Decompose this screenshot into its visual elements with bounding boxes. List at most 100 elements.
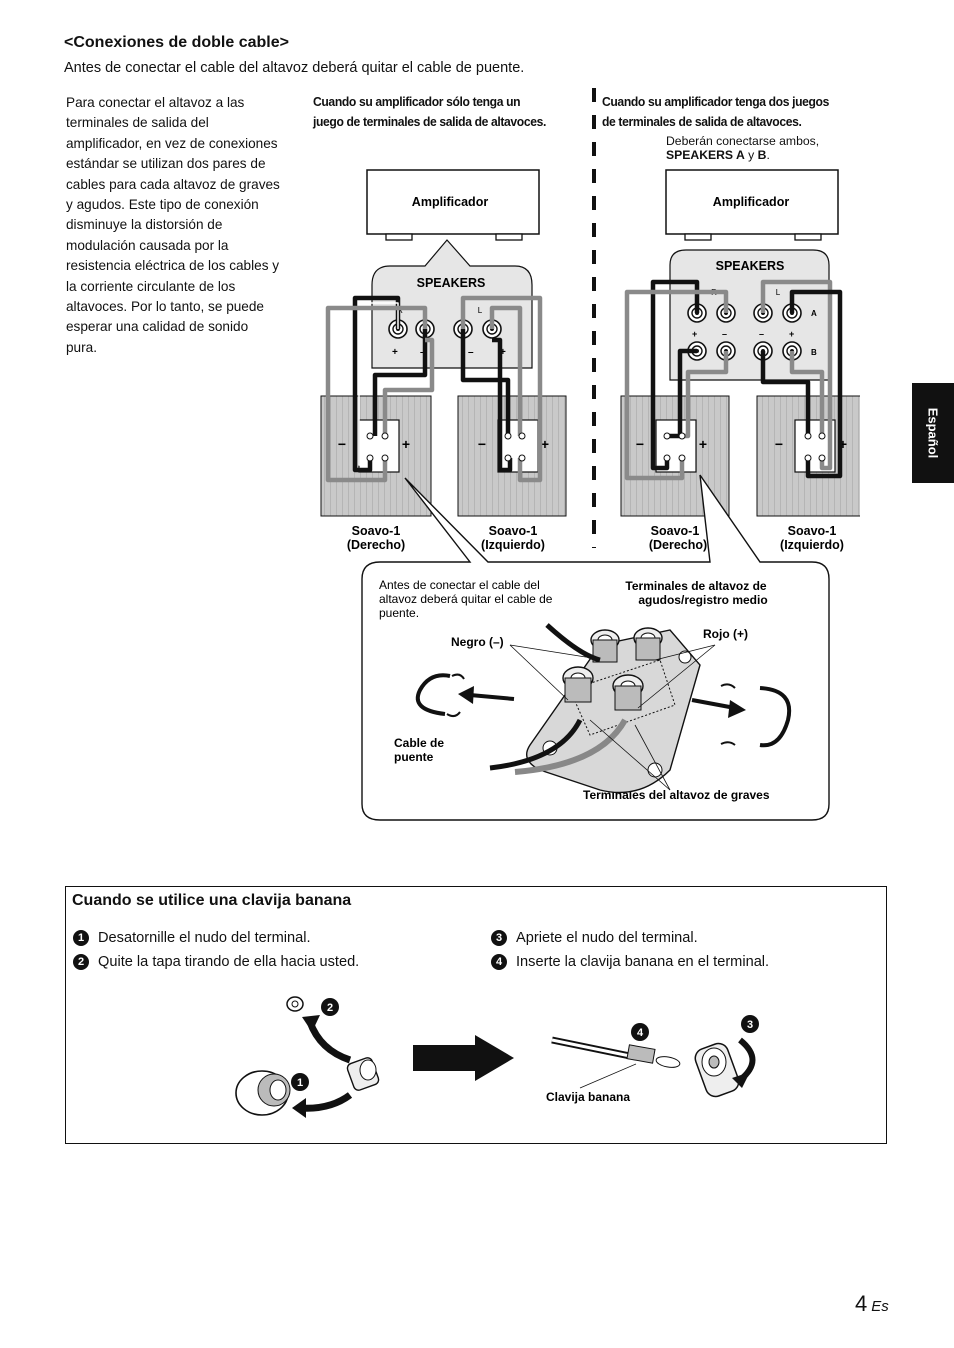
minus-label: –	[759, 329, 764, 339]
big-arrow-right	[413, 1035, 514, 1081]
note-line: SPEAKERS A y B.	[666, 148, 819, 162]
heading-line: Cuando su amplificador sólo tenga un	[313, 94, 521, 109]
terminal-knob-icon	[346, 1057, 380, 1091]
minus-symbol: −	[775, 436, 783, 452]
body-paragraph: Para conectar el altavoz a las terminale…	[66, 93, 302, 358]
heading-line: de terminales de salida de altavoces.	[602, 114, 802, 129]
step-text: Quite la tapa tirando de ella hacia uste…	[98, 954, 360, 970]
speaker-left-left-group: − +	[457, 395, 567, 517]
terminal-detail-callout: Antes de conectar el cable del altavoz d…	[361, 474, 830, 821]
dual-terminal-heading: Cuando su amplificador tenga dos juegos …	[602, 92, 878, 132]
speaker-name: Soavo-1	[352, 524, 401, 538]
note-line: Deberán conectarse ambos,	[666, 134, 820, 148]
page-lang: Es	[871, 1298, 889, 1315]
callout-note-line: altavoz deberá quitar el cable de	[379, 592, 553, 606]
paragraph-line: disminuye la distorsión de	[66, 217, 223, 233]
plus-symbol: +	[839, 436, 847, 452]
banana-plug-icon	[551, 1036, 681, 1068]
step-badge-1: 1	[291, 1073, 309, 1091]
paragraph-line: la corriente circulante de los	[66, 278, 236, 294]
step-text: Inserte la clavija banana en el terminal…	[516, 954, 770, 970]
arrow-left	[469, 693, 515, 701]
step-4: 4 Inserte la clavija banana en el termina…	[491, 954, 769, 970]
minus-label: –	[468, 347, 474, 358]
speaker-sub: (Derecho)	[347, 538, 405, 552]
step-2: 2 Quite la tapa tirando de ella hacia ust…	[73, 954, 359, 970]
section-title: <Conexiones de doble cable>	[64, 34, 289, 51]
step-text: Apriete el nudo del terminal.	[516, 930, 698, 946]
binding-posts	[562, 627, 663, 711]
callout-cables	[489, 623, 628, 775]
speakers-label: SPEAKERS	[716, 259, 785, 273]
tweeter-label: Terminales de altavoz de agudos/registro…	[625, 579, 767, 607]
step-text: Desatornille el nudo del terminal.	[98, 930, 311, 946]
speakers-a-text: SPEAKERS A	[666, 148, 745, 162]
step-3: 3 Apriete el nudo del terminal.	[491, 930, 698, 946]
page-number-value: 4	[855, 1291, 868, 1316]
language-tab: Español	[912, 383, 954, 483]
screw-cap-icon	[286, 996, 304, 1012]
paragraph-line: resistencia eléctrica de los cables y	[66, 258, 280, 274]
step-badge-number: 3	[747, 1019, 753, 1031]
paragraph-line: y agudos. Este tipo de conexión	[66, 197, 259, 213]
note-connector: y	[744, 148, 758, 162]
step-number: 3	[491, 930, 507, 946]
bi-wiring-diagram: Amplificador SPEAKERS R L + – – + − + − …	[320, 169, 860, 821]
jumper-label-line: Cable de	[394, 736, 444, 750]
speaker-panel-left: SPEAKERS R L + – – +	[371, 239, 533, 369]
banana-title: Cuando se utilice una clavija banana	[72, 892, 352, 909]
step-badge-number: 4	[637, 1027, 644, 1039]
single-terminal-heading: Cuando su amplificador sólo tenga un jue…	[313, 92, 589, 132]
cables-right	[624, 279, 843, 481]
curved-arrow-up	[306, 1020, 352, 1064]
paragraph-line: pura.	[66, 339, 97, 355]
speakers-b-text: B	[757, 148, 767, 162]
jumper-cable-left	[415, 673, 465, 718]
callout-note-line: Antes de conectar el cable del	[379, 578, 540, 592]
banana-leader-line	[579, 1063, 637, 1089]
curved-arrow-down	[299, 1092, 353, 1112]
terminal-plate	[526, 629, 701, 794]
paragraph-line: esperar una calidad de sonido	[66, 319, 249, 335]
terminal-cap-icon	[235, 1070, 291, 1116]
speaker-terminals-right	[663, 432, 826, 462]
plus-label: +	[500, 347, 506, 358]
step-badge-4: 4	[631, 1023, 649, 1041]
banana-plug-box	[65, 886, 887, 1144]
heading-line: juego de terminales de salida de altavoc…	[313, 114, 547, 129]
speaker-sub: (Izquierdo)	[481, 538, 545, 552]
amplifier-label: Amplificador	[713, 195, 790, 209]
plus-label: +	[692, 329, 697, 339]
channel-l-label: L	[776, 288, 781, 297]
paragraph-line: cables para cada altavoz de graves	[66, 176, 280, 192]
red-label: Rojo (+)	[703, 627, 748, 641]
set-b-label: B	[811, 348, 817, 357]
black-label: Negro (–)	[451, 635, 504, 649]
speaker-name: Soavo-1	[651, 524, 700, 538]
step-number: 2	[73, 954, 89, 970]
amplifier-right: Amplificador	[665, 169, 839, 241]
step-badge-number: 1	[297, 1077, 303, 1089]
speakers-label: SPEAKERS	[417, 276, 486, 290]
minus-symbol: −	[338, 436, 346, 452]
jumper-label-line: puente	[394, 750, 434, 764]
speaker-sub: (Derecho)	[649, 538, 707, 552]
banana-plug-label: Clavija banana	[546, 1090, 630, 1104]
terminal-knob-tightened-icon	[694, 1042, 740, 1098]
tweeter-label-line: agudos/registro medio	[638, 593, 767, 607]
step-number: 4	[491, 954, 507, 970]
step-badge-3: 3	[741, 1015, 759, 1033]
leader-lines	[509, 644, 716, 791]
cables-left	[325, 295, 543, 483]
plus-label: +	[789, 329, 794, 339]
callout-note: Antes de conectar el cable del altavoz d…	[379, 578, 553, 620]
paragraph-line: altavoces. Por lo tanto, se puede	[66, 299, 264, 315]
plus-symbol: +	[402, 436, 410, 452]
paragraph-line: estándar se utilizan dos pares de	[66, 156, 266, 172]
heading-line: Cuando su amplificador tenga dos juegos	[602, 94, 829, 109]
callout-note-line: puente.	[379, 606, 419, 620]
column-divider	[592, 88, 596, 548]
paragraph-line: modulación causada por la	[66, 237, 229, 253]
